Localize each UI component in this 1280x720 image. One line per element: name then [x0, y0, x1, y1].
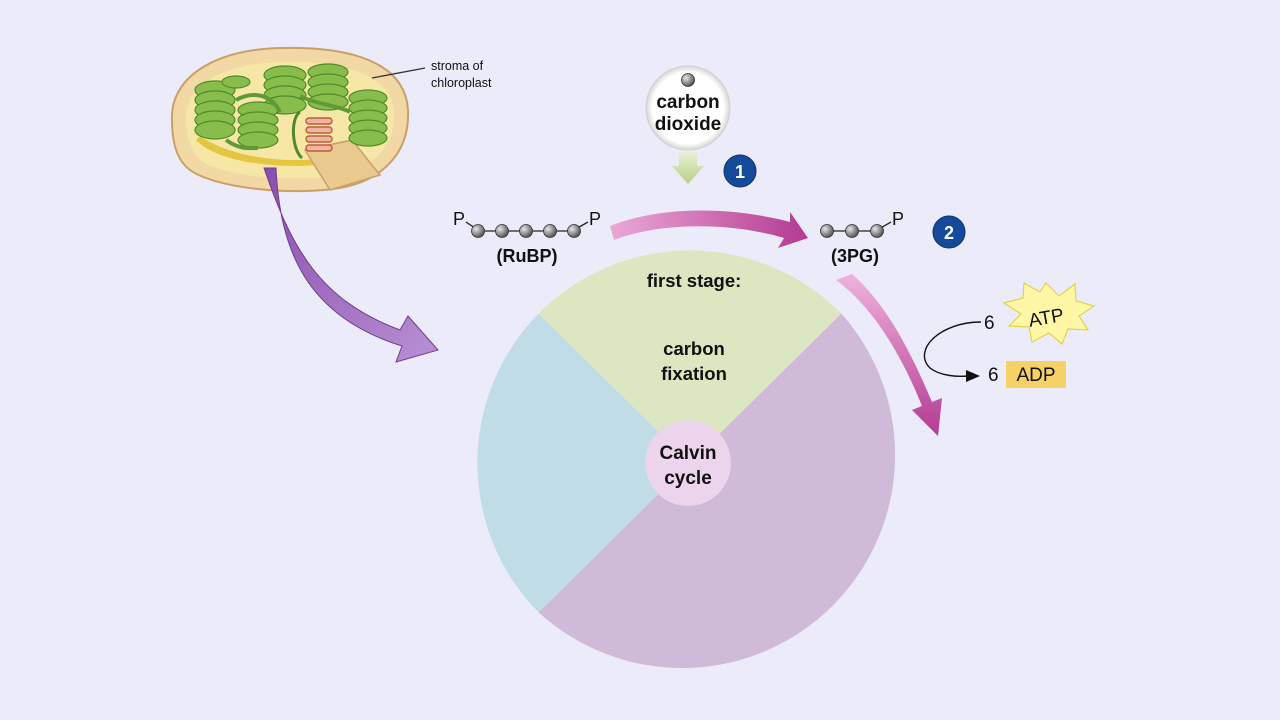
calvin-label-line1: Calvin: [659, 443, 716, 464]
adp-box: [1006, 361, 1066, 388]
carbon-atom-icon: [543, 224, 557, 238]
step-1-number: 1: [735, 162, 745, 182]
step-1-badge: 1: [723, 154, 757, 188]
center-disk: [645, 420, 731, 506]
atp-star-icon: [1002, 282, 1096, 345]
stroma-label-line1: stroma of: [431, 59, 484, 73]
rubp-label: (RuBP): [497, 246, 558, 266]
sector-carbon-fixation: [538, 250, 842, 463]
adp-label: ADP: [1016, 365, 1055, 386]
atp-count: 6: [984, 313, 995, 334]
3pg-label: (3PG): [831, 246, 879, 266]
carbon-atom-icon: [820, 224, 834, 238]
chloroplast-illustration: [170, 46, 426, 193]
co2-label-line1: carbon: [656, 92, 719, 113]
reduction-arrow: [836, 274, 942, 436]
calvin-label-line2: cycle: [664, 468, 712, 489]
stage-name-line2: fixation: [661, 363, 727, 384]
fixation-arrow: [610, 210, 808, 248]
adp-count: 6: [988, 365, 999, 386]
arrowhead-icon: [966, 370, 980, 382]
cycle-pie: [477, 250, 896, 668]
carbon-atom-icon: [845, 224, 859, 238]
carbon-atom-icon: [870, 224, 884, 238]
sector-left: [477, 313, 690, 613]
stage-name-line1: carbon: [663, 338, 725, 359]
carbon-atom-icon: [495, 224, 509, 238]
carbon-atom-icon: [471, 224, 485, 238]
3pg-phosphate: P: [892, 209, 904, 229]
step-2-number: 2: [944, 223, 954, 243]
step-2-badge: 2: [932, 215, 966, 249]
carbon-dioxide-node: [645, 65, 731, 151]
carbon-atom-icon: [567, 224, 581, 238]
co2-down-arrow: [672, 152, 704, 184]
carbon-atom-icon: [681, 73, 695, 87]
rubp-phosphate-left: P: [453, 209, 465, 229]
purple-arrow: [263, 167, 439, 363]
stage-title: first stage:: [647, 270, 742, 291]
rubp-molecule: [465, 221, 589, 238]
3pg-molecule: [820, 221, 892, 238]
atp-to-adp-arrow: [923, 321, 982, 377]
rubp-phosphate-right: P: [589, 209, 601, 229]
carbon-atom-icon: [519, 224, 533, 238]
co2-label-line2: dioxide: [655, 114, 722, 135]
stroma-label-line2: chloroplast: [431, 76, 492, 90]
stroma-leader-line: [371, 67, 426, 79]
